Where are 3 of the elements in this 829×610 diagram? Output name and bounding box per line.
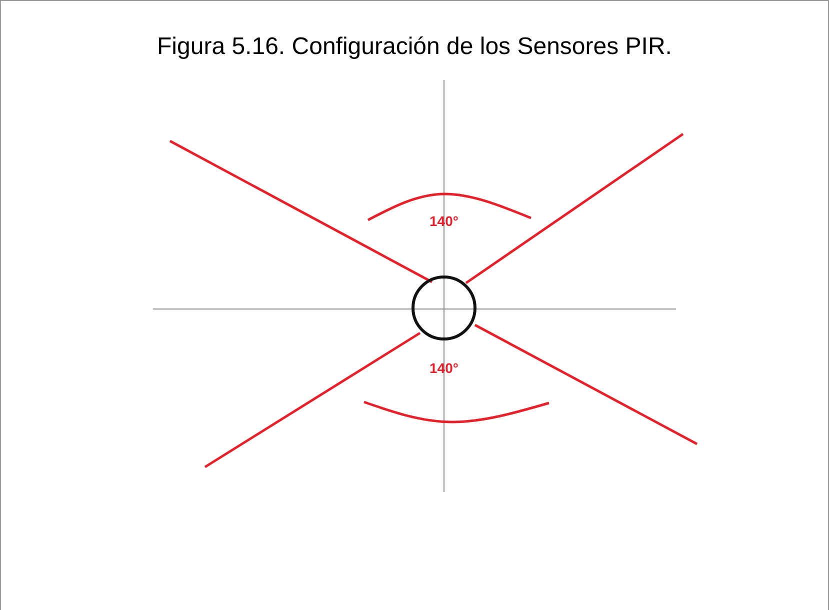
angle-label: 140°: [428, 213, 460, 229]
angle-label: 140°: [428, 360, 460, 376]
figure-title: Figura 5.16. Configuración de los Sensores PIR.: [156, 33, 673, 61]
